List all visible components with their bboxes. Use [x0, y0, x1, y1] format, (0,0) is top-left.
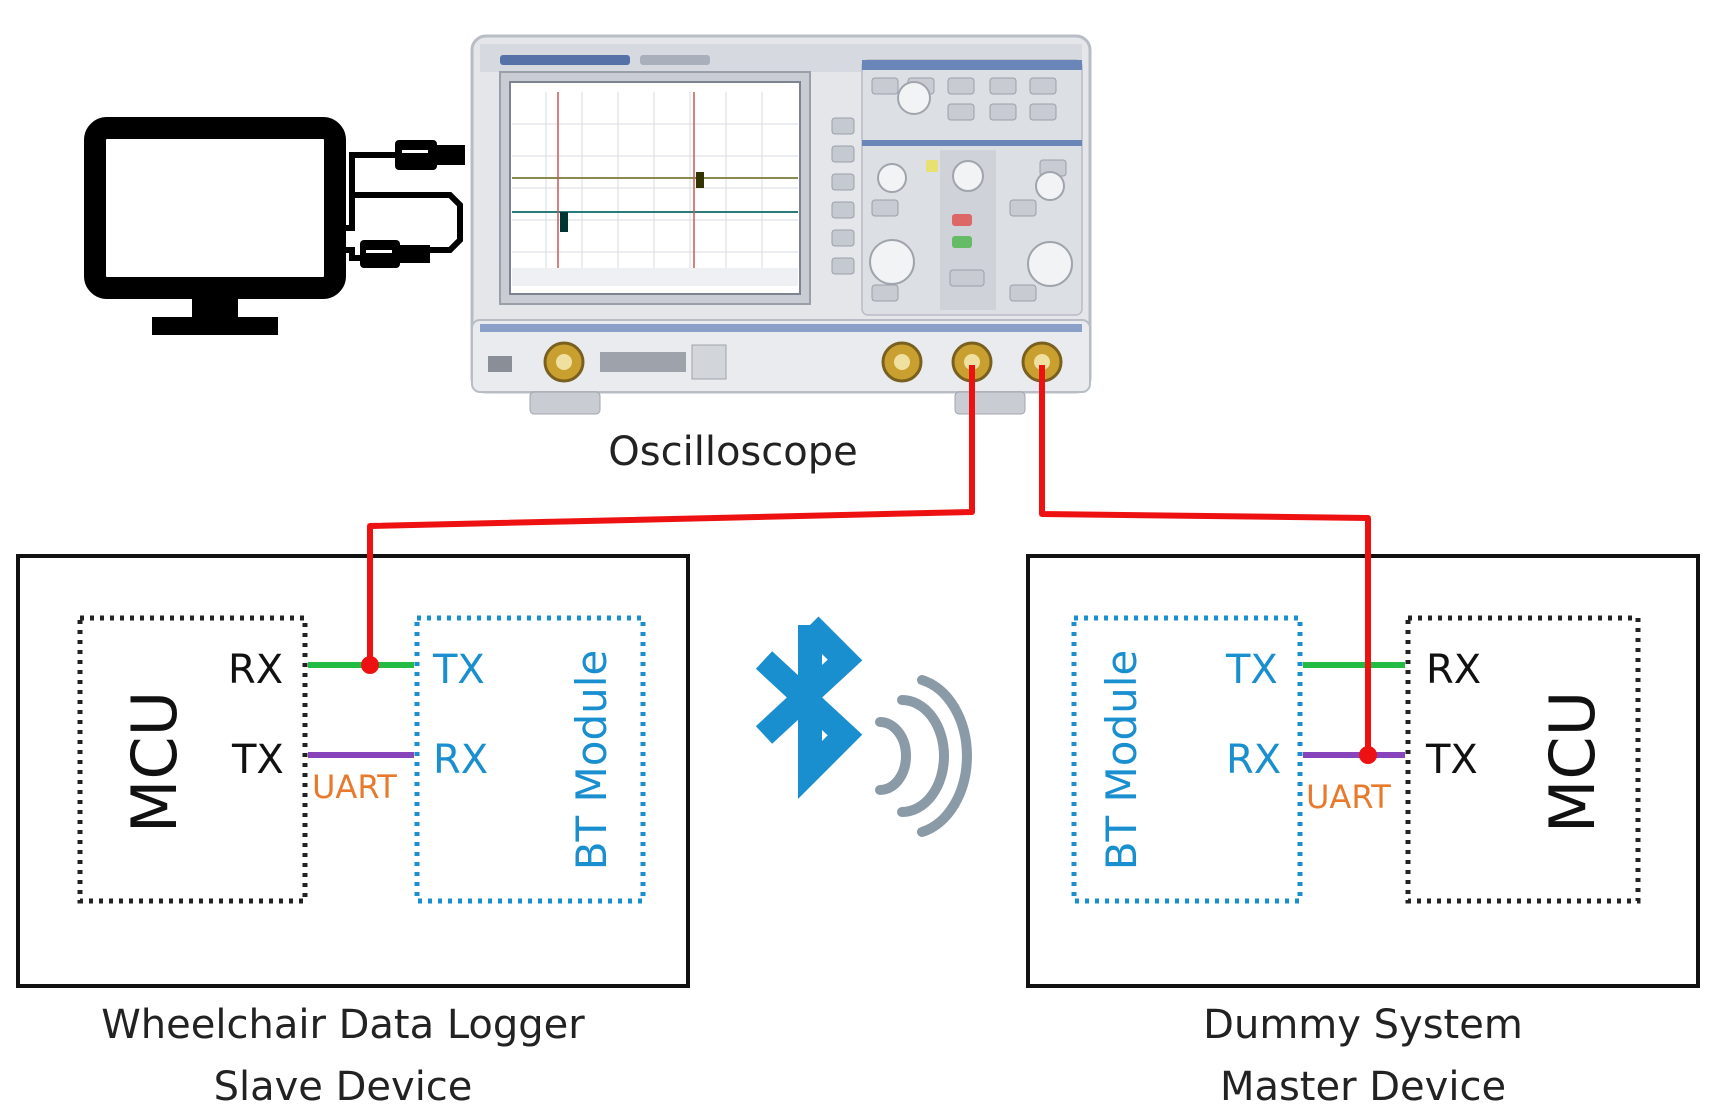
- slave-caption-line1: Wheelchair Data Logger: [101, 1002, 585, 1048]
- master-bt-module-label: BT Module: [1097, 650, 1146, 871]
- master-mcu-label: MCU: [1536, 691, 1609, 833]
- master-mcu-tx-label: TX: [1425, 737, 1478, 783]
- master-uart-label: UART: [1306, 778, 1391, 816]
- master-caption-line1: Dummy System: [1203, 1002, 1523, 1048]
- slave-bt-rx-label: RX: [433, 737, 488, 783]
- probe-wire-master: [1039, 365, 1371, 755]
- master-device-box: [1026, 554, 1700, 988]
- probe-point-slave: [361, 656, 379, 674]
- slave-bt-module-box: [414, 615, 646, 904]
- oscilloscope-label: Oscilloscope: [608, 429, 857, 475]
- master-caption-line2: Master Device: [1220, 1064, 1506, 1110]
- master-bt-module-box: [1071, 615, 1303, 904]
- slave-bt-tx-label: TX: [432, 647, 485, 693]
- slave-uart-label: UART: [312, 768, 397, 806]
- bluetooth-icon: [755, 616, 972, 837]
- slave-mcu-tx-label: TX: [231, 737, 284, 783]
- slave-device-box: [16, 554, 690, 988]
- probe-point-master: [1359, 746, 1377, 764]
- slave-mcu-label: MCU: [118, 691, 191, 833]
- monitor-icon: [84, 117, 346, 335]
- master-mcu-rx-label: RX: [1426, 647, 1481, 693]
- probe-wire-slave: [367, 365, 975, 665]
- usb-plug-bottom: [360, 240, 430, 268]
- bnc-connector: [543, 341, 1063, 383]
- master-bt-rx-label: RX: [1226, 737, 1281, 783]
- slave-mcu-rx-label: RX: [228, 647, 283, 693]
- slave-caption-line2: Slave Device: [214, 1064, 473, 1110]
- slave-bt-module-label: BT Module: [567, 650, 616, 871]
- master-bt-tx-label: TX: [1225, 647, 1278, 693]
- master-mcu-box: [1405, 615, 1641, 904]
- slave-mcu-box: [77, 615, 308, 904]
- oscilloscope: [470, 34, 1092, 415]
- usb-plug-top: [395, 140, 465, 170]
